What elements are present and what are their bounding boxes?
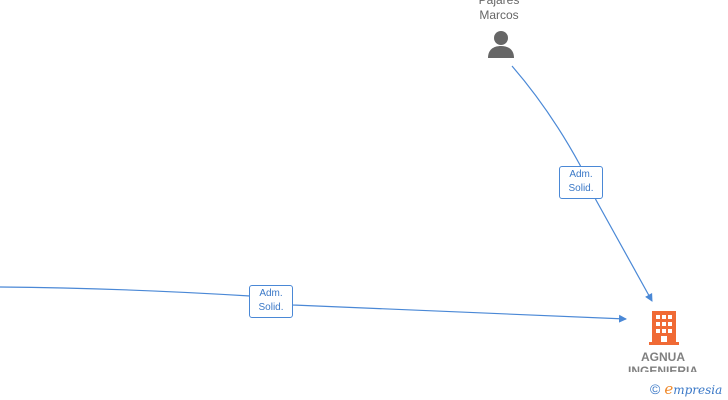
- edge-label-person-line2: Solid.: [568, 183, 594, 194]
- person-icon[interactable]: [486, 29, 516, 59]
- copyright-icon: ©: [650, 381, 661, 397]
- company-name[interactable]: AGNUA INGENIERIA: [613, 350, 713, 372]
- person-name-line2: Marcos: [479, 8, 519, 22]
- office-building-icon[interactable]: [648, 311, 680, 345]
- edge-label-person-line1: Adm.: [569, 169, 593, 180]
- edge-person-to-company: [511, 65, 653, 302]
- brand-logo[interactable]: empresia: [664, 380, 722, 398]
- brand-initial: e: [664, 380, 674, 398]
- edge-offscreen-to-company: [0, 286, 627, 323]
- edge-label-offscreen-line2: Solid.: [258, 302, 284, 313]
- brand-rest: mpresia: [673, 383, 723, 397]
- company-name-line1: AGNUA: [641, 350, 685, 364]
- person-name-line1: Pajares: [478, 0, 520, 7]
- edge-label-person[interactable]: Adm. Solid.: [559, 166, 603, 199]
- person-name[interactable]: Pajares Marcos: [450, 0, 548, 23]
- footer-brand: © empresia: [650, 380, 723, 398]
- edge-label-offscreen-line1: Adm.: [259, 288, 283, 299]
- company-name-line2: INGENIERIA: [627, 364, 698, 372]
- edge-label-offscreen[interactable]: Adm. Solid.: [249, 285, 293, 318]
